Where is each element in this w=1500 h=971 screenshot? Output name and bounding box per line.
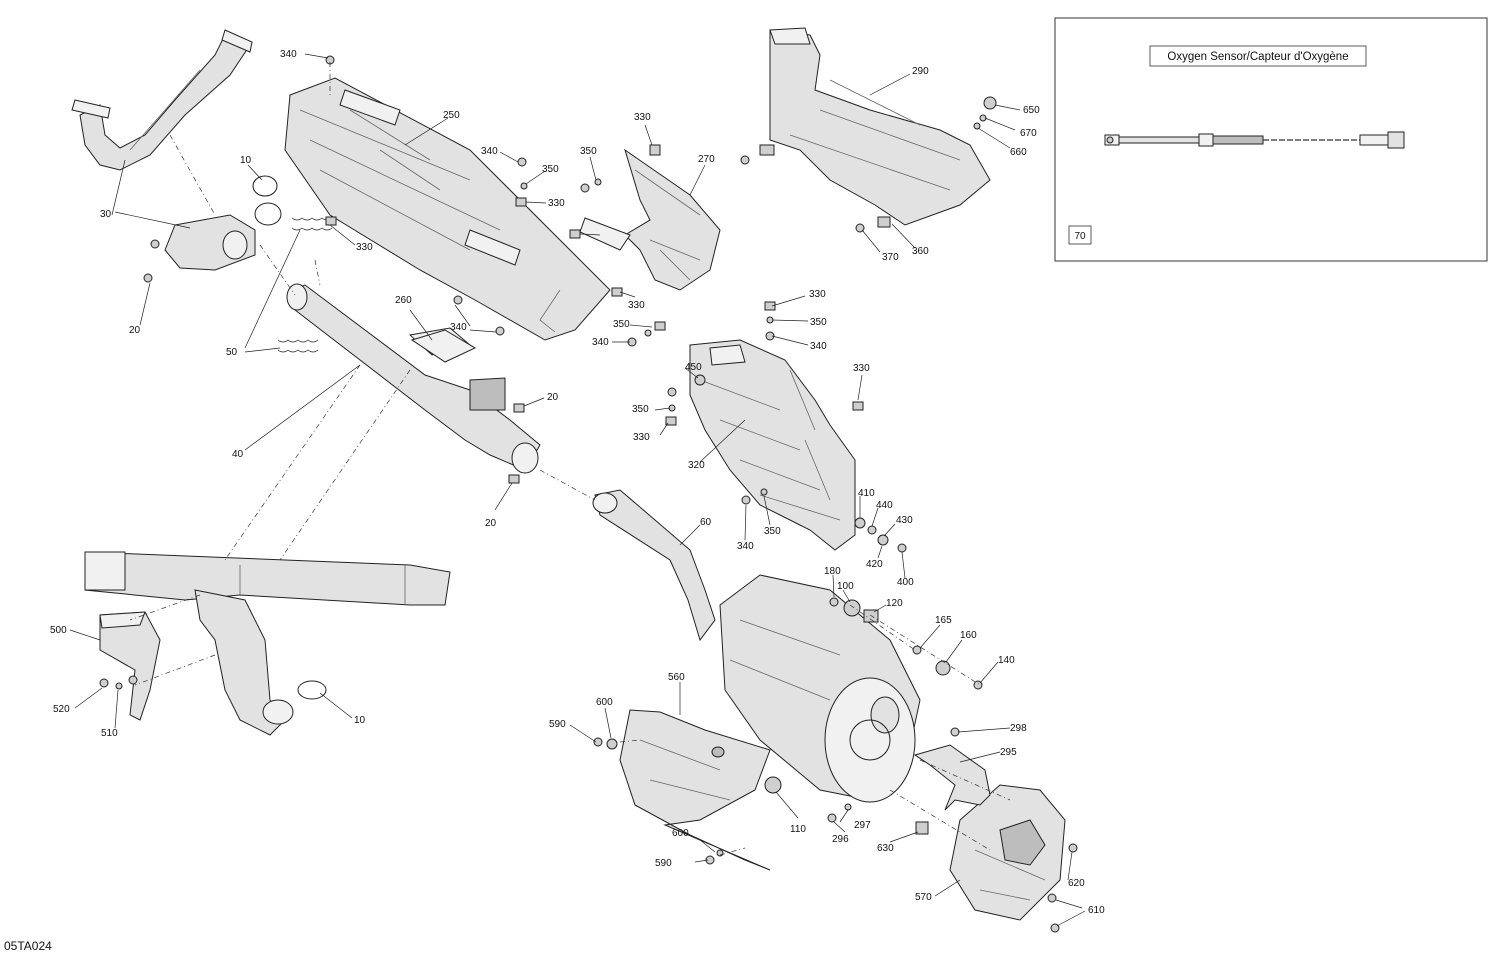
springs-50: [277, 217, 333, 353]
muffler: [719, 574, 921, 803]
callout-410: 410: [858, 488, 875, 499]
callout-330: 330: [634, 112, 651, 123]
inset-title-box: [1149, 45, 1367, 67]
oxygen-sensor-inset: Oxygen Sensor/Capteur d'Oxygène 70: [1054, 17, 1488, 262]
callout-330: 330: [356, 242, 373, 253]
callout-250: 250: [443, 110, 460, 121]
callout-590: 590: [549, 719, 566, 730]
callout-370: 370: [882, 252, 899, 263]
callout-500: 500: [50, 625, 67, 636]
callout-450: 450: [685, 362, 702, 373]
callout-295: 295: [1000, 747, 1017, 758]
callout-20: 20: [547, 392, 559, 403]
callout-100: 100: [837, 581, 854, 592]
callout-30: 30: [100, 209, 112, 220]
callout-670: 670: [1020, 128, 1037, 139]
callout-440: 440: [876, 500, 893, 511]
callout-140: 140: [998, 655, 1015, 666]
bracket-500: [99, 611, 161, 721]
callout-520: 520: [53, 704, 70, 715]
diagram-code: 05TA024: [4, 939, 52, 953]
callout-290: 290: [912, 66, 929, 77]
callout-165: 165: [935, 615, 952, 626]
header-pipe-30: [71, 29, 253, 171]
callout-10: 10: [240, 155, 252, 166]
callout-330: 330: [628, 300, 645, 311]
callout-340: 340: [737, 541, 754, 552]
heat-shield-290: [769, 27, 991, 226]
inset-title: Oxygen Sensor/Capteur d'Oxygène: [1167, 51, 1348, 63]
callout-420: 420: [866, 559, 883, 570]
callout-350: 350: [632, 404, 649, 415]
callout-340: 340: [481, 146, 498, 157]
heat-shield-320: [689, 339, 856, 551]
callout-430: 430: [896, 515, 913, 526]
callout-620: 620: [1068, 878, 1085, 889]
callout-600: 600: [596, 697, 613, 708]
muffler-guard-560: [619, 709, 771, 871]
hardware-fasteners: [99, 55, 1078, 933]
lower-pipe-assembly: [84, 551, 451, 736]
callout-570: 570: [915, 892, 932, 903]
callout-350: 350: [613, 319, 630, 330]
end-cap-570: [949, 784, 1066, 921]
oxygen-sensor-part: [1104, 131, 1405, 149]
callout-298: 298: [1010, 723, 1027, 734]
callout-340: 340: [280, 49, 297, 60]
callout-590: 590: [655, 858, 672, 869]
callout-60: 60: [700, 517, 712, 528]
callout-610: 610: [1088, 905, 1105, 916]
callout-560: 560: [668, 672, 685, 683]
heat-shield-250: [284, 77, 611, 341]
callout-340: 340: [592, 337, 609, 348]
callout-340: 340: [450, 322, 467, 333]
gasket-260: [410, 329, 477, 363]
callout-110: 110: [790, 824, 806, 835]
callout-330: 330: [853, 363, 870, 374]
callout-20: 20: [485, 518, 497, 529]
callout-350: 350: [810, 317, 827, 328]
leader-lines: [69, 53, 1086, 927]
callout-660: 660: [1010, 147, 1027, 158]
manifold-flange: [164, 175, 282, 271]
callout-650: 650: [1023, 105, 1040, 116]
muffler-inlet-pipe-60: [592, 489, 716, 642]
callout-320: 320: [688, 460, 705, 471]
callout-600: 600: [672, 828, 689, 839]
callout-270: 270: [698, 154, 715, 165]
callout-297: 297: [854, 820, 871, 831]
callout-labels: 340 250 10 30 20 330 50 40 260 340 20 20…: [50, 49, 1105, 916]
callout-180: 180: [824, 566, 841, 577]
inset-part-number-box: [1068, 225, 1092, 245]
callout-330: 330: [809, 289, 826, 300]
callout-340: 340: [810, 341, 827, 352]
callout-120: 120: [886, 598, 903, 609]
callout-630: 630: [877, 843, 894, 854]
callout-350: 350: [580, 146, 597, 157]
callout-330: 330: [548, 198, 565, 209]
callout-160: 160: [960, 630, 977, 641]
callout-510: 510: [101, 728, 118, 739]
heat-shield-270: [579, 148, 721, 291]
callout-10: 10: [354, 715, 366, 726]
callout-400: 400: [897, 577, 914, 588]
bracket-295: [913, 744, 991, 811]
callout-330: 330: [633, 432, 650, 443]
callout-350: 350: [764, 526, 781, 537]
assembly-lines: [129, 62, 1011, 856]
callout-40: 40: [232, 449, 244, 460]
callout-296: 296: [832, 834, 849, 845]
callout-50: 50: [226, 347, 238, 358]
callout-260: 260: [395, 295, 412, 306]
inset-part-number: 70: [1074, 231, 1086, 242]
callout-350: 350: [542, 164, 559, 175]
callout-20: 20: [129, 325, 141, 336]
callout-360: 360: [912, 246, 929, 257]
